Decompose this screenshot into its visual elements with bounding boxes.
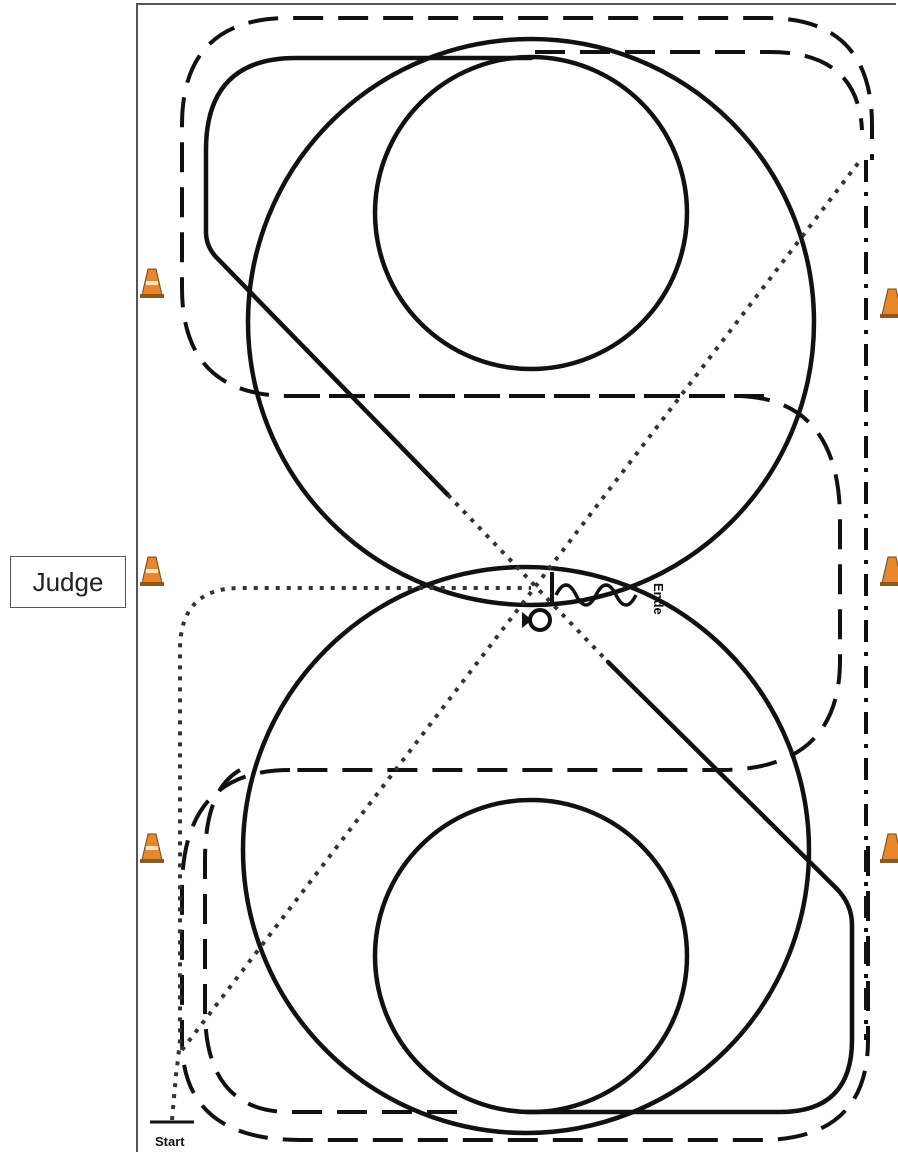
middle-dashed-loop: [290, 394, 842, 772]
lower-dashed-inner: [203, 768, 465, 1114]
judge-label: Judge: [32, 566, 104, 597]
lower-small-circle: [372, 797, 690, 1115]
pirouette-circle: [528, 608, 552, 632]
lower-dashed-track: [180, 768, 870, 1142]
lower-large-circle: [240, 564, 812, 1136]
traffic-cone-icon: [880, 833, 898, 863]
pirouette-arrow-icon: [522, 612, 532, 628]
arena-border: [136, 3, 896, 1152]
dotted-diagonal-down: [446, 493, 610, 664]
upper-dashed-track: [180, 16, 874, 398]
judge-label-box: Judge: [10, 556, 126, 608]
dotted-entry-path: [170, 586, 531, 1121]
rein-back-wavy-line: [554, 583, 638, 607]
solid-track-path: [203, 55, 855, 1115]
end-label: Ende: [651, 583, 666, 615]
traffic-cone-icon: [880, 288, 898, 318]
traffic-cone-icon: [140, 556, 164, 586]
upper-large-circle: [245, 36, 817, 608]
upper-dashed-inner: [535, 50, 864, 131]
traffic-cone-icon: [880, 556, 898, 586]
traffic-cone-icon: [140, 268, 164, 298]
start-label: Start: [155, 1134, 185, 1149]
traffic-cone-icon: [140, 833, 164, 863]
upper-small-circle: [372, 54, 690, 372]
